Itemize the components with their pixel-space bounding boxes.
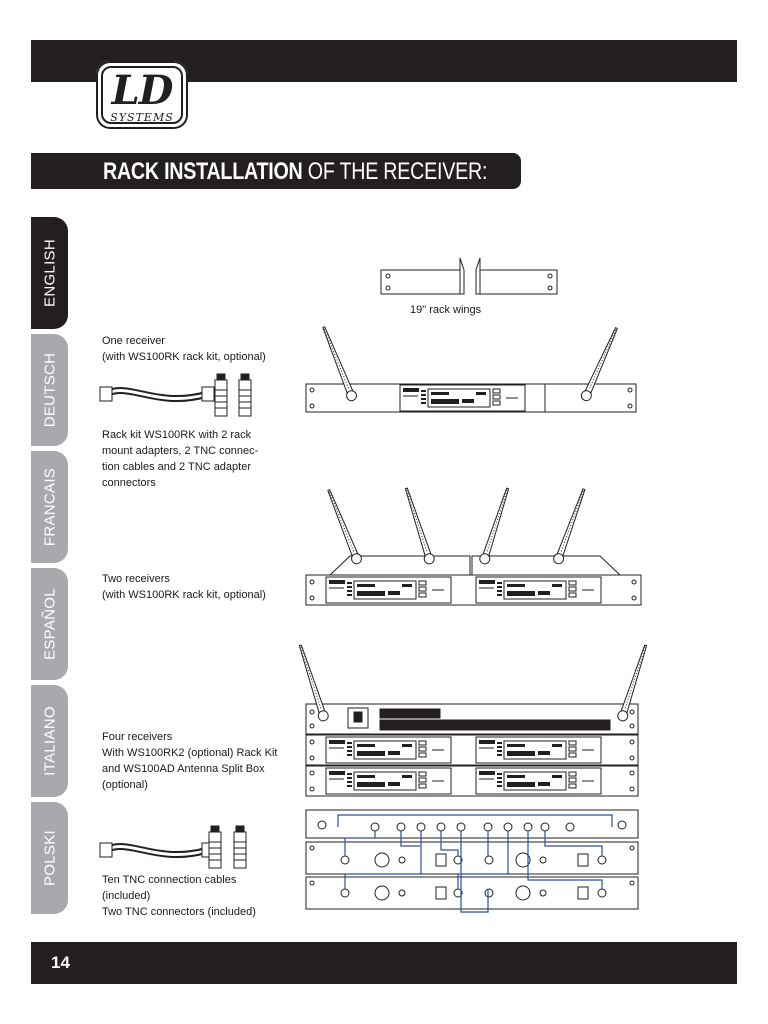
text-line: Ten TNC connection cables <box>102 874 237 886</box>
text-line: Two TNC connectors (included) <box>102 906 256 918</box>
text-line: With WS100RK2 (optional) Rack Kit <box>102 747 278 759</box>
text-line: mount adapters, 2 TNC connec- <box>102 445 259 457</box>
four-receivers-figure <box>295 643 651 797</box>
tab-english[interactable]: ENGLISH <box>31 217 68 329</box>
tab-deutsch[interactable]: DEUTSCH <box>31 334 68 446</box>
text-line: One receiver <box>102 335 165 347</box>
cables-accessories <box>99 825 247 869</box>
text-line: Two receivers <box>102 573 170 585</box>
tab-espanol[interactable]: ESPAÑOL <box>31 568 68 680</box>
section-title-bold: RACK INSTALLATION <box>103 158 303 185</box>
cables-text: Ten TNC connection cables (included) Two… <box>102 872 282 920</box>
logo-subtitle: SYSTEMS <box>110 111 174 124</box>
rack-wings-figure <box>380 257 558 295</box>
one-receiver-text: One receiver (with WS100RK rack kit, opt… <box>102 333 282 365</box>
four-receivers-text: Four receivers With WS100RK2 (optional) … <box>102 729 282 793</box>
ld-systems-logo: LD SYSTEMS <box>96 61 188 129</box>
text-line: tion cables and 2 TNC adapter <box>102 461 251 473</box>
text-line: (with WS100RK rack kit, optional) <box>102 589 266 601</box>
one-receiver-figure <box>305 324 637 413</box>
text-line: Four receivers <box>102 731 173 743</box>
text-line: (included) <box>102 890 151 902</box>
text-line: (with WS100RK rack kit, optional) <box>102 351 266 363</box>
section-title-regular: OF THE RECEIVER: <box>307 158 488 185</box>
logo-brand: LD <box>111 67 174 114</box>
rack-kit-text: Rack kit WS100RK with 2 rack mount adapt… <box>102 427 282 491</box>
text-line: connectors <box>102 477 156 489</box>
two-receivers-figure <box>305 486 642 606</box>
section-title: RACK INSTALLATION OF THE RECEIVER: <box>103 158 487 186</box>
text-line: and WS100AD Antenna Split Box <box>102 763 265 775</box>
page-number: 14 <box>51 953 70 972</box>
two-receivers-text: Two receivers (with WS100RK rack kit, op… <box>102 571 282 603</box>
rack-kit-accessories <box>99 373 252 417</box>
rack-wings-caption: 19" rack wings <box>410 304 482 316</box>
footer-bar: 14 <box>31 942 737 984</box>
section-title-bar: RACK INSTALLATION OF THE RECEIVER: <box>31 153 521 189</box>
tab-francais[interactable]: FRANCAIS <box>31 451 68 563</box>
text-line: (optional) <box>102 779 148 791</box>
rear-view-figure <box>305 809 639 913</box>
tab-polski[interactable]: POLSKI <box>31 802 68 914</box>
tab-italiano[interactable]: ITALIANO <box>31 685 68 797</box>
text-line: Rack kit WS100RK with 2 rack <box>102 429 252 441</box>
